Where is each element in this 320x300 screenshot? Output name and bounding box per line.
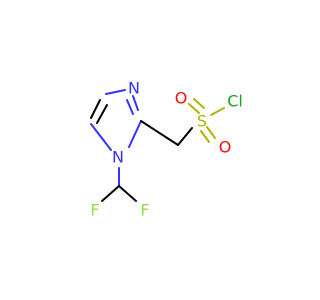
bond-s-o-bottom-b [206, 126, 216, 139]
atom-n3-label: N [128, 79, 140, 98]
atom-o-bottom-label: O [219, 138, 232, 157]
bond-s-cl [210, 107, 225, 116]
atom-f-left-label: F [90, 201, 99, 220]
bond-c2-ch2 [140, 120, 179, 146]
atom-s-label: S [197, 112, 207, 131]
atom-n1-label: N [112, 148, 124, 167]
bond-n3-c2-double-inner [126, 99, 134, 115]
bond-c2-n1 [128, 120, 142, 148]
bond-chf2-f-left [101, 185, 120, 202]
bond-c4-c5-double [96, 104, 108, 124]
atom-cl-label: Cl [227, 92, 243, 111]
atom-o-top-label: O [175, 89, 188, 108]
atom-f-right-label: F [140, 201, 149, 220]
bond-n1-c4 [90, 123, 112, 151]
bond-ch2-s [177, 127, 193, 146]
bond-s-o-top-b [193, 98, 205, 109]
molecule-structure: N N O S O Cl F F [90, 79, 243, 220]
bond-s-o-bottom-a [200, 130, 210, 143]
bond-c4-c5 [90, 99, 101, 119]
bond-c5-n3 [105, 89, 126, 95]
bond-s-o-top-a [188, 103, 200, 114]
bond-chf2-f-right [118, 185, 137, 202]
bond-n3-c2-double [132, 95, 139, 111]
